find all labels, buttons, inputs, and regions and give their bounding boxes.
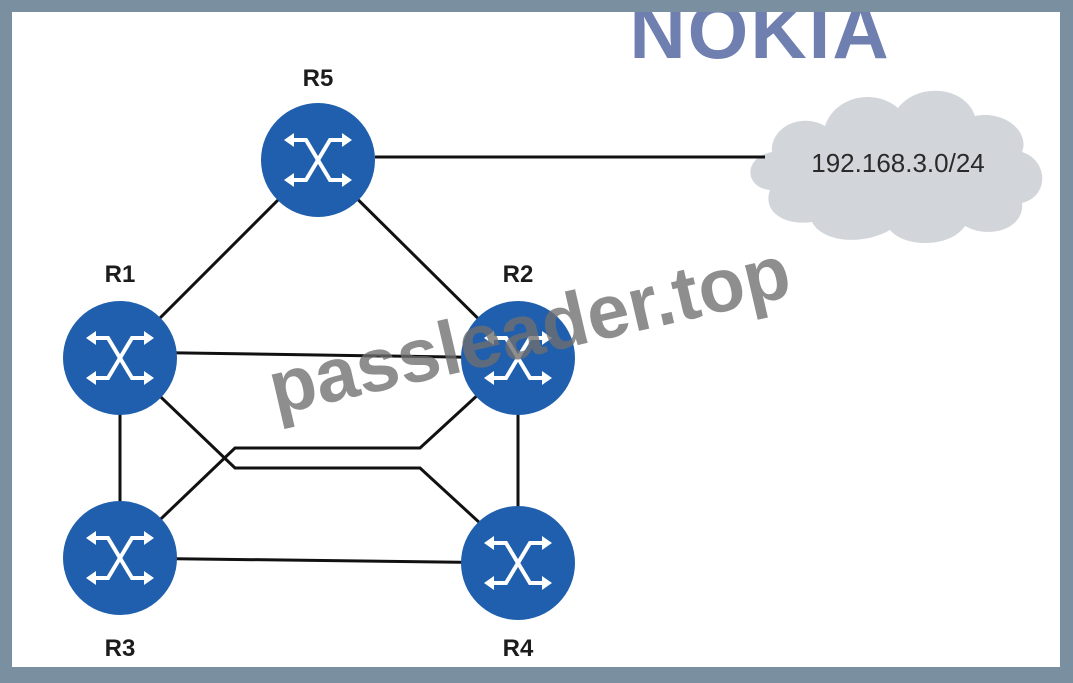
router-label-r2: R2 <box>503 261 534 288</box>
network-cloud: 192.168.3.0/24 <box>750 90 1043 244</box>
link-r3-r4 <box>119 556 519 565</box>
router-label-r4: R4 <box>503 635 534 662</box>
network-topology-diagram: NOKIA 192.168.3.0/24 R5 R1 R2 R3 <box>63 12 1043 662</box>
router-r4: R4 <box>461 506 575 662</box>
router-label-r3: R3 <box>105 635 136 662</box>
router-r3: R3 <box>63 501 177 662</box>
link-r1-r4 <box>118 356 520 560</box>
router-r2: R2 <box>461 261 575 415</box>
diagram-frame: NOKIA 192.168.3.0/24 R5 R1 R2 R3 <box>12 12 1060 667</box>
link-r2-r3 <box>118 356 520 560</box>
router-r1: R1 <box>63 261 177 415</box>
router-r5: R5 <box>261 65 375 217</box>
router-label-r5: R5 <box>303 65 334 92</box>
router-label-r1: R1 <box>105 261 136 288</box>
cloud-subnet-label: 192.168.3.0/24 <box>811 148 985 178</box>
link-r1-r2 <box>119 350 519 360</box>
nokia-logo: NOKIA <box>629 12 890 75</box>
